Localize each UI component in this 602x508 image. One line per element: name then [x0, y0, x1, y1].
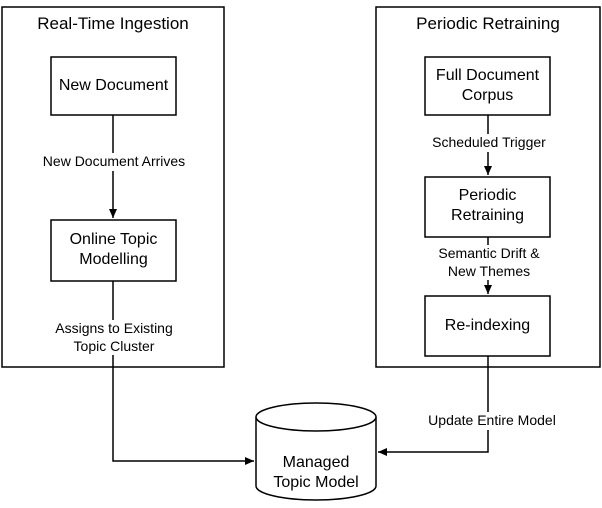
periodic-retraining-box: [424, 176, 551, 238]
reindexing-box: [424, 295, 551, 357]
assigns-existing-line-1: Assigns to Existing: [55, 320, 173, 336]
periodic-retraining-label: Periodic Retraining: [425, 186, 550, 226]
full-corpus-label: Full Document Corpus: [425, 66, 550, 106]
new-document-box: [50, 56, 177, 116]
reindexing-label: Re-indexing: [444, 317, 531, 334]
full-corpus-line-1: Full Document: [435, 67, 540, 84]
full-corpus-line-2: Corpus: [461, 87, 514, 104]
realtime-panel-title: Real-Time Ingestion: [37, 14, 189, 33]
edge-reindex-to-managed: [378, 356, 489, 456]
periodic-panel-title: Periodic Retraining: [416, 14, 560, 33]
managed-model-cylinder: [255, 402, 377, 501]
edge-online-to-managed: [112, 281, 254, 465]
periodic-retraining-line-2: Retraining: [451, 207, 524, 224]
managed-model-line-2: Topic Model: [273, 474, 359, 491]
edge-label-new-doc-arrives: New Document Arrives: [17, 153, 211, 171]
edge-label-update-model: Update Entire Model: [410, 412, 574, 430]
semantic-drift-line-1: Semantic Drift &: [438, 245, 540, 261]
online-topic-modelling-line-2: Modelling: [79, 251, 148, 268]
online-topic-modelling-label: Online Topic Modelling: [51, 230, 176, 270]
full-corpus-box: [424, 56, 551, 116]
edge-label-scheduled-trigger: Scheduled Trigger: [412, 134, 566, 152]
online-topic-modelling-line-1: Online Topic: [69, 231, 158, 248]
new-document-label: New Document: [58, 77, 169, 94]
managed-model-line-1: Managed: [282, 454, 350, 471]
periodic-retraining-line-1: Periodic: [458, 187, 517, 204]
edge-label-assigns-existing: Assigns to Existing Topic Cluster: [33, 320, 195, 355]
semantic-drift-line-2: New Themes: [447, 262, 531, 279]
managed-model-label: Managed Topic Model: [256, 453, 376, 493]
edge-label-semantic-drift: Semantic Drift & New Themes: [413, 245, 565, 280]
assigns-existing-line-2: Topic Cluster: [73, 337, 155, 354]
